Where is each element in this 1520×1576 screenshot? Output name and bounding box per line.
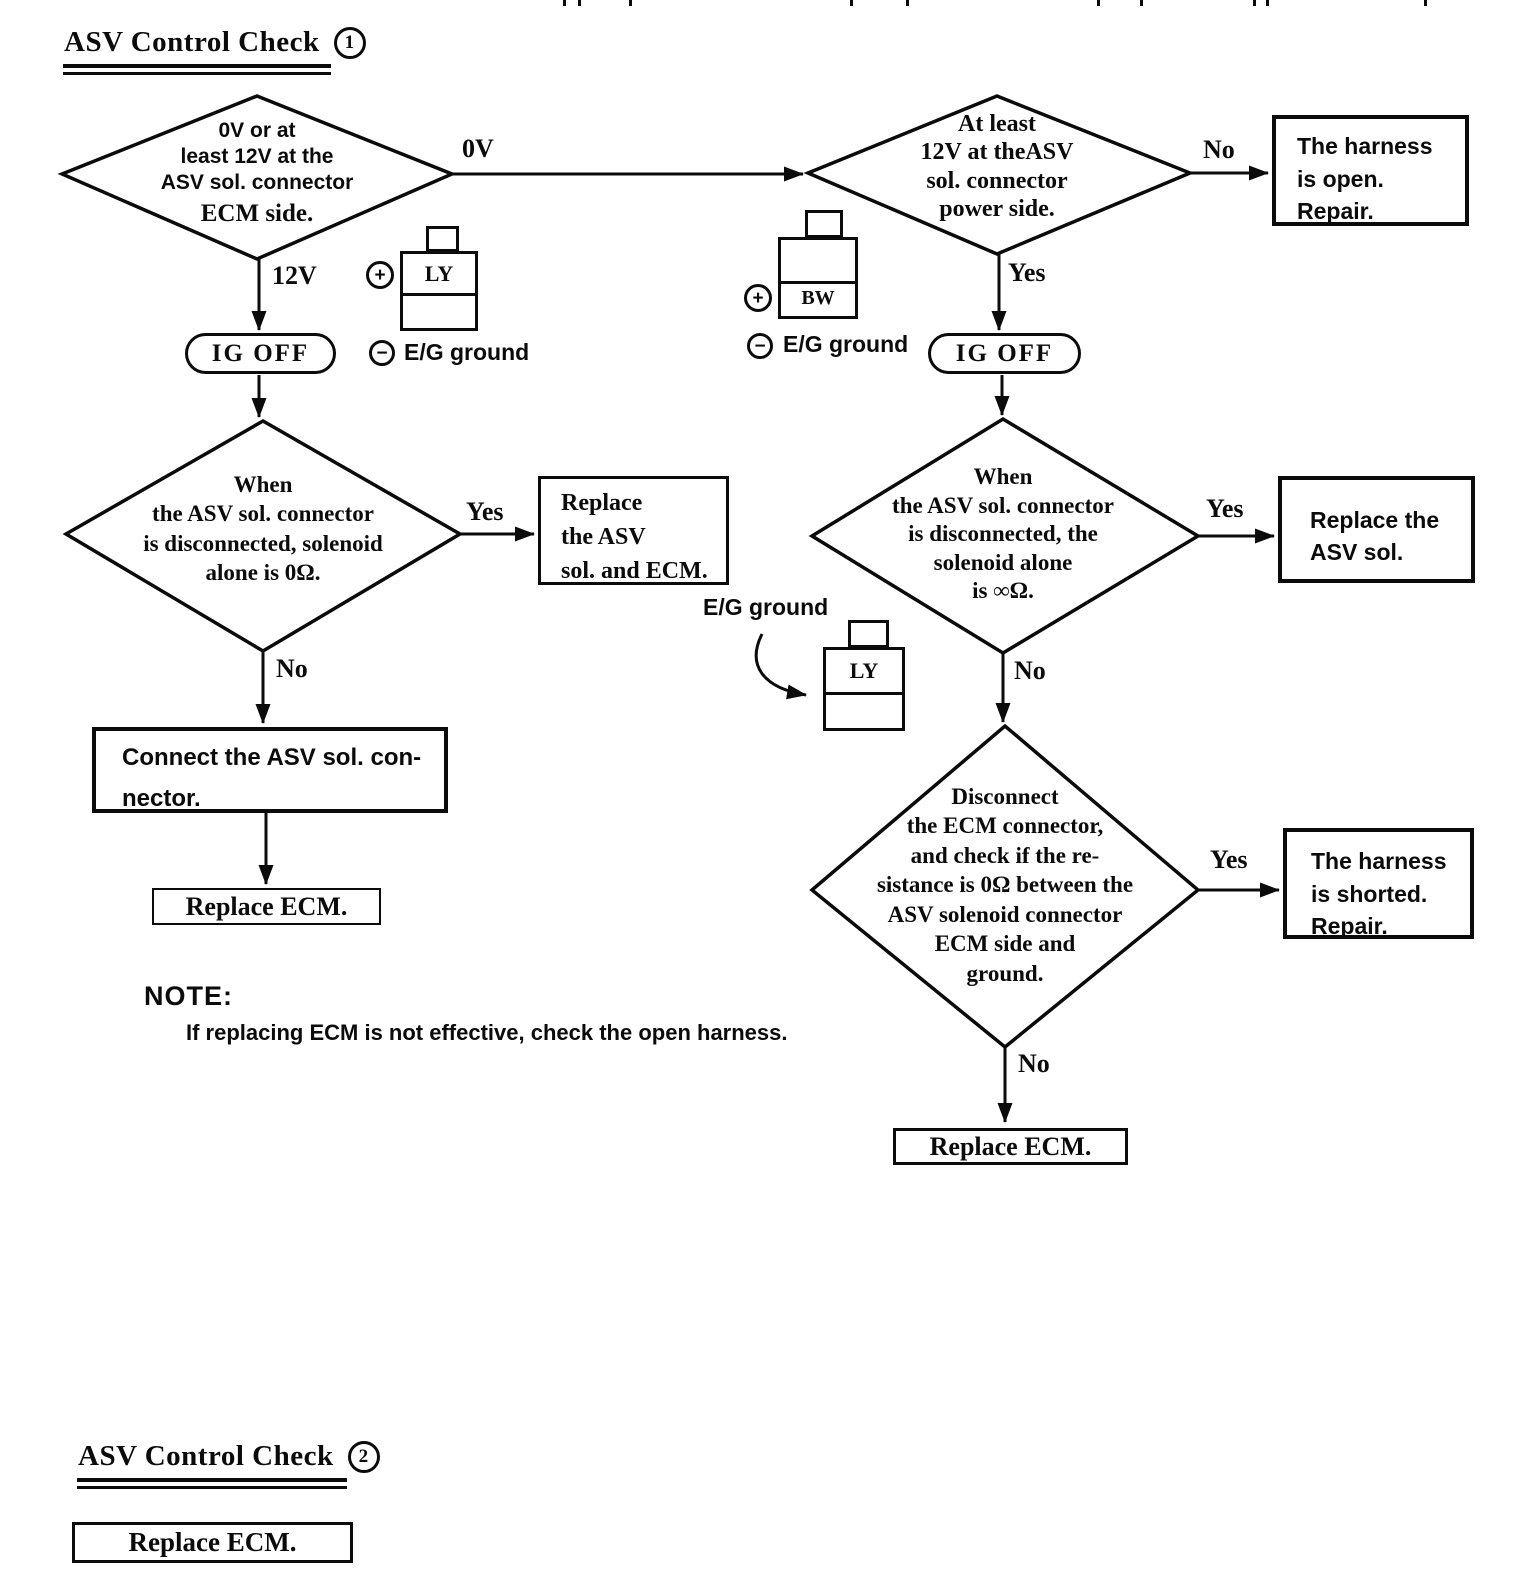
circled-number-icon: 1 (333, 26, 366, 59)
decision-text-d1-main: 0V or at least 12V at the ASV sol. conne… (160, 119, 354, 195)
action-text: Replace ECM. (929, 1131, 1092, 1161)
terminator-ig-off-right: IG OFF (928, 333, 1081, 374)
edge-label-no-d1r: No (1203, 135, 1235, 164)
action-text: Replace ECM. (185, 891, 348, 921)
eg-ground-label-left: E/G ground (404, 339, 530, 365)
scan-tick (1097, 0, 1100, 6)
edge-label-no-d2: No (276, 654, 308, 683)
edge-label-yes-d2: Yes (466, 497, 504, 526)
scan-tick (1253, 0, 1256, 6)
decision-text-d3: Disconnect the ECM connector, and check … (876, 784, 1134, 986)
decision-solenoid-inf-ohm (808, 416, 1202, 656)
action-text: Replace ECM. (128, 1527, 297, 1557)
connector-body-icon: LY (823, 647, 905, 731)
connector-wire-label: LY (424, 261, 454, 286)
action-text: The harness is shorted. Repair. (1311, 848, 1447, 940)
decision-text-d1-sub: ECM side. (200, 200, 314, 228)
action-box-replace-ecm-check2: Replace ECM. (72, 1522, 353, 1563)
action-box-harness-shorted: The harness is shorted. Repair. (1283, 828, 1474, 939)
plus-terminal-icon: + (366, 261, 394, 289)
scan-tick (1266, 0, 1269, 6)
edge-label-0v: 0V (462, 134, 494, 163)
connector-wire-label: BW (801, 287, 835, 309)
edge-label-yes-d1r: Yes (1008, 258, 1046, 287)
terminator-ig-off-left: IG OFF (185, 333, 336, 374)
section-title-text: ASV Control Check (78, 1440, 334, 1472)
minus-terminal-icon: − (747, 333, 773, 359)
scan-tick (906, 0, 909, 6)
connector-tab-icon (805, 210, 843, 238)
section-title-text: ASV Control Check (64, 26, 320, 58)
edge-label-no-d3: No (1018, 1049, 1050, 1078)
edge-label-12v: 12V (272, 261, 317, 290)
action-text: The harness is open. Repair. (1297, 133, 1433, 225)
action-box-replace-asv-ecm: Replace the ASV sol. and ECM. (538, 476, 729, 585)
connector-tab-icon (426, 226, 459, 252)
scan-tick (629, 0, 632, 6)
decision-voltage-ecm-side (57, 94, 457, 261)
connector-divider (826, 692, 902, 695)
title-underline (63, 64, 331, 75)
connector-tab-icon (848, 620, 889, 648)
scan-tick (563, 0, 566, 6)
connector-ly-left: LY (398, 226, 482, 334)
minus-terminal-icon: − (369, 340, 395, 366)
title-underline (77, 1478, 347, 1489)
connector-divider (403, 293, 475, 296)
action-text: Connect the ASV sol. con- nector. (122, 744, 422, 813)
action-box-connect-asv: Connect the ASV sol. con- nector. (92, 727, 448, 813)
connector-wire-label: LY (849, 658, 879, 683)
connector-divider (781, 281, 855, 284)
action-text: Replace the ASV sol. and ECM. (561, 490, 708, 585)
decision-text-d2r: When the ASV sol. connector is disconnec… (892, 464, 1114, 604)
connector-ly-middle: LY (823, 620, 909, 734)
circled-number-icon: 2 (347, 1440, 380, 1473)
edge-label-yes-d3: Yes (1210, 845, 1248, 874)
decision-solenoid-0ohm (62, 418, 464, 654)
scan-tick (850, 0, 853, 6)
scan-tick (1424, 0, 1427, 6)
connector-body-icon: LY (400, 251, 478, 331)
section-title-check2: ASV Control Check 2 (78, 1440, 380, 1473)
plus-terminal-icon: + (744, 284, 772, 312)
scan-tick (578, 0, 581, 6)
section-title-check1: ASV Control Check 1 (64, 26, 366, 59)
decision-ecm-resistance (809, 723, 1201, 1050)
edge-label-no-d2r: No (1014, 656, 1046, 685)
decision-text-d1r: At least 12V at theASV sol. connector po… (920, 111, 1074, 222)
scan-tick (1140, 0, 1143, 6)
action-box-replace-ecm-right: Replace ECM. (893, 1128, 1128, 1165)
note-heading: NOTE: (144, 981, 233, 1011)
decision-text-d1: 0V or at least 12V at the ASV sol. conne… (107, 118, 407, 229)
connector-body-icon: BW (778, 237, 858, 319)
edge-label-yes-d2r: Yes (1206, 494, 1244, 523)
eg-ground-label-middle: E/G ground (703, 594, 829, 620)
arrow-eg-ground-to-connector (754, 633, 807, 700)
action-text: Replace the ASV sol. (1310, 507, 1440, 566)
action-box-replace-asv: Replace the ASV sol. (1278, 476, 1475, 583)
connector-bw-right: BW (778, 210, 864, 322)
decision-text-d2: When the ASV sol. connector is disconnec… (143, 472, 383, 586)
decision-voltage-power-side (803, 94, 1195, 256)
action-box-replace-ecm-left: Replace ECM. (152, 888, 381, 925)
eg-ground-label-right: E/G ground (783, 331, 909, 357)
note-text: If replacing ECM is not effective, check… (186, 1020, 788, 1045)
action-box-harness-open: The harness is open. Repair. (1272, 115, 1469, 226)
